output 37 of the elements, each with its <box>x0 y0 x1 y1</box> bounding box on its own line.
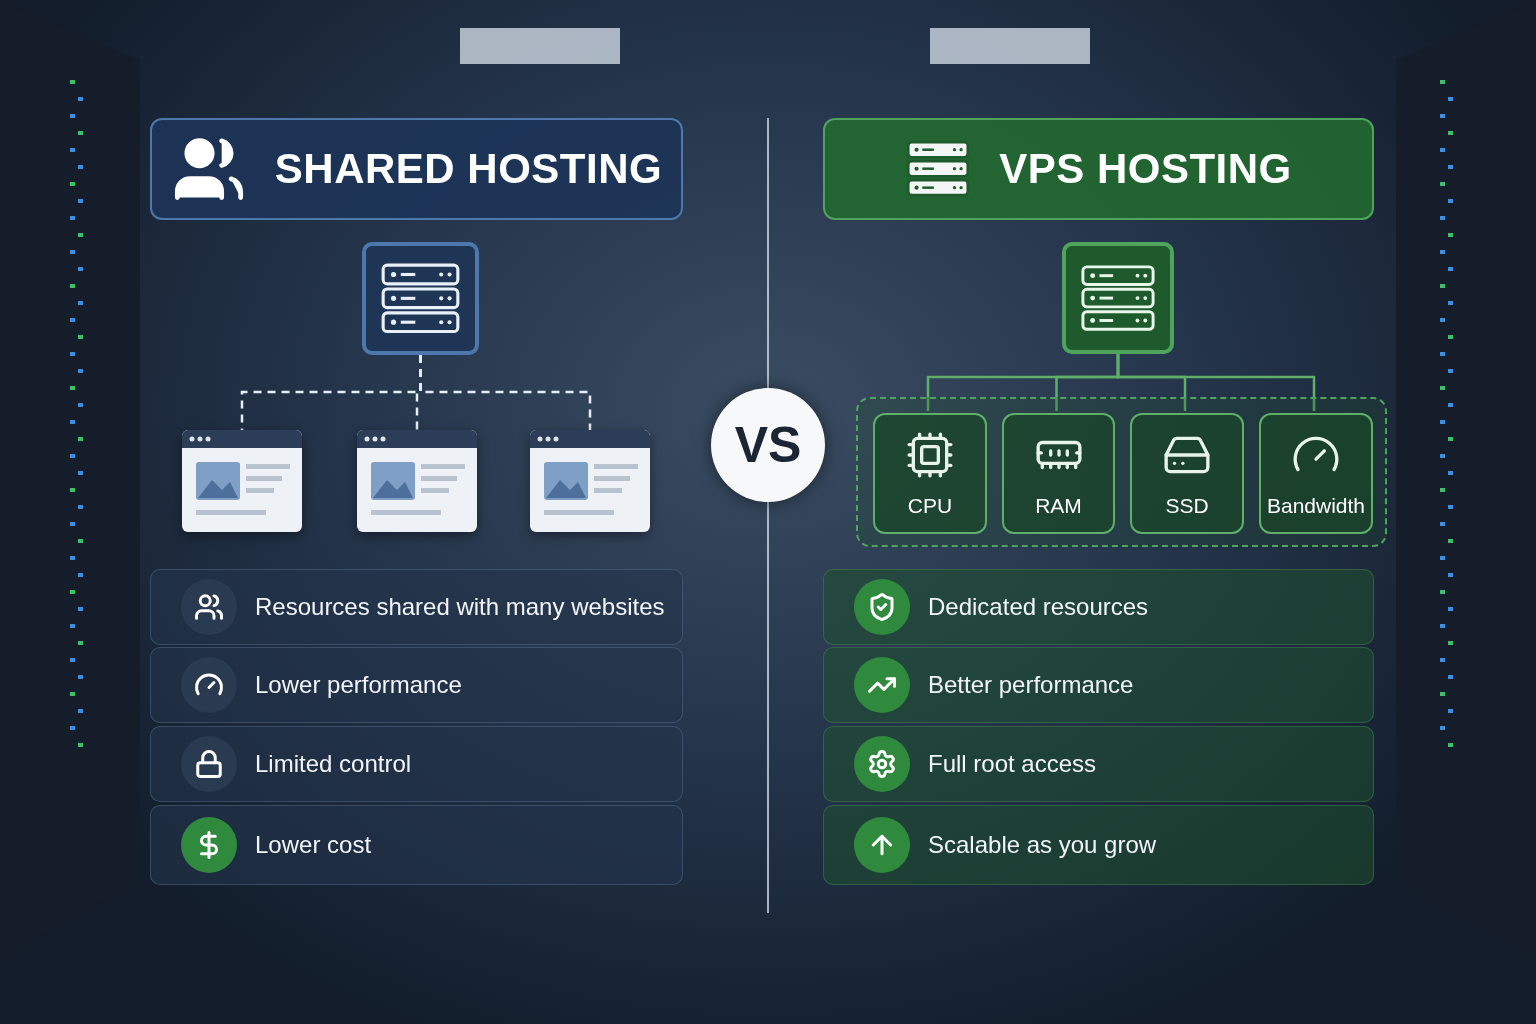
browser-window-icon <box>357 430 477 532</box>
resource-label: CPU <box>907 494 953 518</box>
section-header <box>823 118 1374 220</box>
feature-row <box>823 647 1374 723</box>
feature-text: Dedicated resources <box>928 593 1149 621</box>
feature-text: Limited control <box>255 750 412 778</box>
feature-row <box>823 569 1374 645</box>
resource-card <box>873 413 987 534</box>
section-header <box>150 118 683 220</box>
section-title: SHARED HOSTING <box>274 145 663 193</box>
resource-label: RAM <box>1035 494 1082 518</box>
resource-label: SSD <box>1165 494 1209 518</box>
resource-card <box>1002 413 1115 534</box>
resource-label: Bandwidth <box>1266 494 1366 518</box>
browser-window-icon <box>530 430 650 532</box>
feature-row <box>823 726 1374 802</box>
feature-text: Resources shared with many websites <box>255 593 665 621</box>
feature-row <box>823 805 1374 885</box>
feature-text: Full root access <box>928 750 1097 778</box>
resource-group-frame <box>856 397 1387 547</box>
server-box <box>1062 242 1174 354</box>
connector-line <box>419 355 592 430</box>
resource-card <box>1130 413 1244 534</box>
browser-window-icon <box>182 430 302 532</box>
server-box <box>362 242 479 355</box>
resource-card <box>1259 413 1373 534</box>
feature-text: Better performance <box>928 671 1134 699</box>
feature-text: Lower cost <box>255 831 372 859</box>
section-title: VPS HOSTING <box>999 145 1292 193</box>
connector-line <box>1116 354 1316 411</box>
feature-row <box>150 569 683 645</box>
feature-row <box>150 726 683 802</box>
feature-row <box>150 647 683 723</box>
feature-text: Lower performance <box>255 671 462 699</box>
vs-label: VS <box>734 416 802 474</box>
feature-text: Scalable as you grow <box>928 831 1157 859</box>
feature-row <box>150 805 683 885</box>
